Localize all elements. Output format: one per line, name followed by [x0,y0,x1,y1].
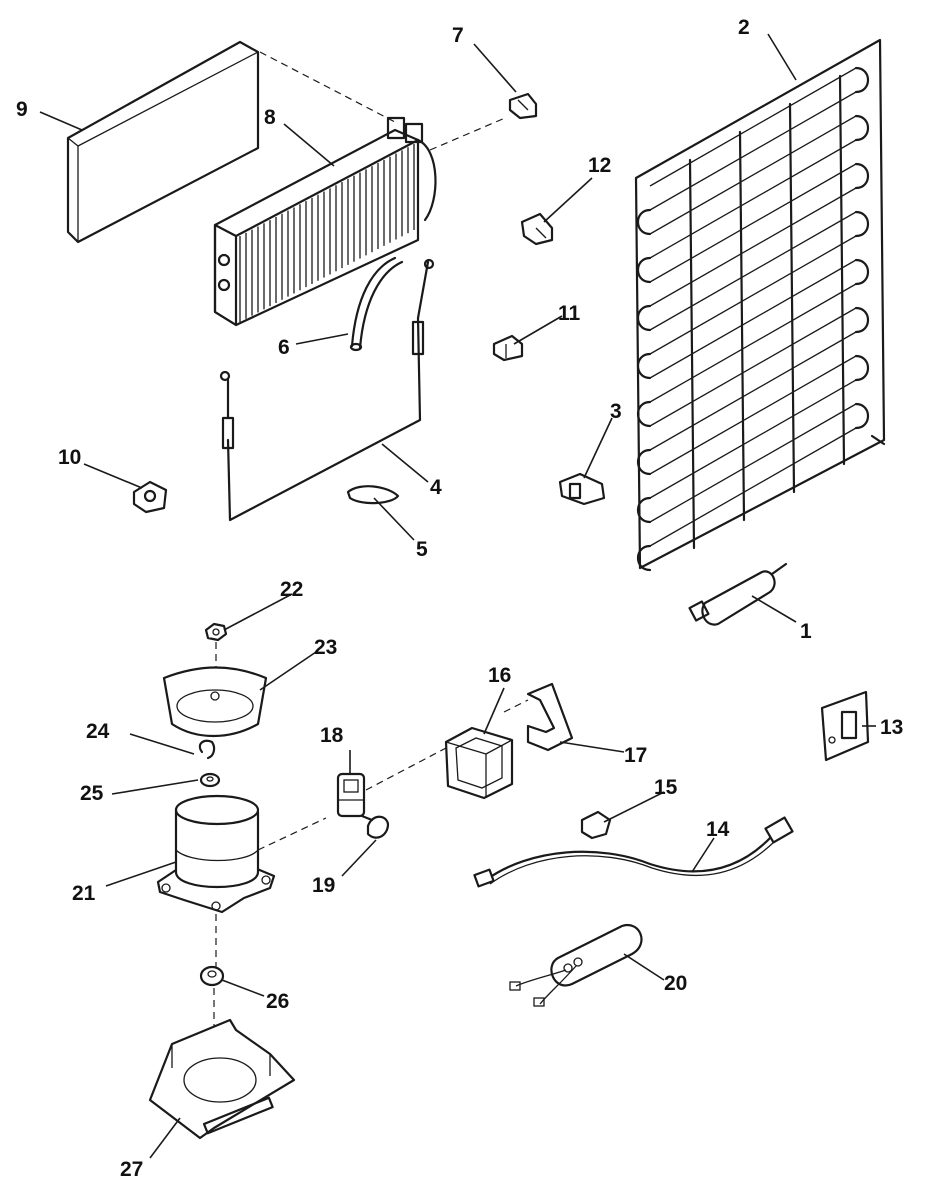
condenser-bend [854,114,870,142]
part-22-nut [204,622,228,642]
condenser-tube [649,235,857,355]
condenser-wire [688,158,696,550]
condenser-tube [649,403,857,523]
callout-27: 27 [120,1158,143,1181]
assembly-line [365,747,447,791]
condenser-tube [649,91,857,211]
callout-labels: 9 2 7 8 12 11 3 6 10 4 5 1 13 22 23 24 2… [16,16,903,1181]
callout-21: 21 [72,882,96,905]
part-4-tubing [219,258,435,522]
callout-2: 2 [738,16,750,39]
condenser-tube [649,355,857,475]
part-13-plate [820,690,870,762]
callout-14: 14 [706,818,730,841]
callout-23: 23 [314,636,337,659]
condenser-tube [649,259,857,379]
condenser-tube [649,139,857,259]
callout-5: 5 [416,538,428,561]
part-3-clamp [558,472,606,506]
callout-25: 25 [80,782,104,805]
callout-3: 3 [610,400,622,423]
condenser-bend [636,400,652,428]
part-9-panel [66,40,260,244]
callout-8: 8 [264,106,276,129]
part-25-grommet [199,772,221,788]
callout-24: 24 [86,720,110,743]
callout-13: 13 [880,716,903,739]
part-8-evaporator [213,116,437,327]
part-27-base [148,1018,296,1140]
callout-18: 18 [320,724,344,747]
condenser-tube [649,427,857,547]
condenser-bend [854,66,870,94]
condenser-bend [636,496,652,524]
part-1-drier [688,562,788,626]
condenser-wire [738,130,746,522]
part-20-capacitor [509,923,643,1007]
condenser-wire [838,74,846,466]
condenser-bend [854,354,870,382]
condenser-bend [636,352,652,380]
part-15-connector [580,810,612,840]
callout-leaders [39,33,876,1159]
part-5-grommet [346,485,400,505]
callout-12: 12 [588,154,611,177]
condenser-bend [854,258,870,286]
part-21-compressor [156,794,327,914]
condenser-bend [636,544,652,572]
part-6-tube [349,256,404,352]
callout-16: 16 [488,664,511,687]
callout-10: 10 [58,446,81,469]
part-24-clip [198,739,216,760]
part-23-cover [162,666,268,738]
part-26-grommet [199,965,225,987]
part-10-clip [132,480,168,514]
condenser-bend [854,210,870,238]
condenser-bend [854,306,870,334]
part-18-relay [336,772,366,818]
condenser-bend [636,448,652,476]
callout-7: 7 [452,24,464,47]
condenser-tube [649,307,857,427]
condenser-bend [636,256,652,284]
callout-4: 4 [430,476,442,499]
part-19-overload [360,814,390,839]
condenser-bend [636,304,652,332]
condenser-tube [649,379,857,499]
condenser-bend [636,208,652,236]
callout-20: 20 [664,972,687,995]
assembly-line [259,51,396,123]
callout-9: 9 [16,98,28,121]
part-16-box [444,726,514,800]
part-7-bracket [508,92,538,120]
callout-17: 17 [624,744,647,767]
part-14-cord [473,816,794,888]
condenser-tube [649,211,857,331]
condenser-tube [649,163,857,283]
condenser-tube [649,115,857,235]
condenser-wire [788,102,796,494]
callout-11: 11 [558,302,581,325]
callout-6: 6 [278,336,290,359]
callout-26: 26 [266,990,289,1013]
condenser-tube [649,331,857,451]
part-11-clip [492,334,524,362]
condenser-tube [649,283,857,403]
callout-15: 15 [654,776,678,799]
condenser-bend [854,402,870,430]
condenser-tube [649,67,857,187]
callout-19: 19 [312,874,335,897]
callout-22: 22 [280,578,303,601]
part-2-condenser [634,38,886,572]
assembly-line [429,117,506,151]
condenser-tube [649,187,857,307]
callout-1: 1 [800,620,812,643]
part-17-clip [526,682,574,752]
assembly-line [503,699,529,713]
condenser-bend [854,162,870,190]
